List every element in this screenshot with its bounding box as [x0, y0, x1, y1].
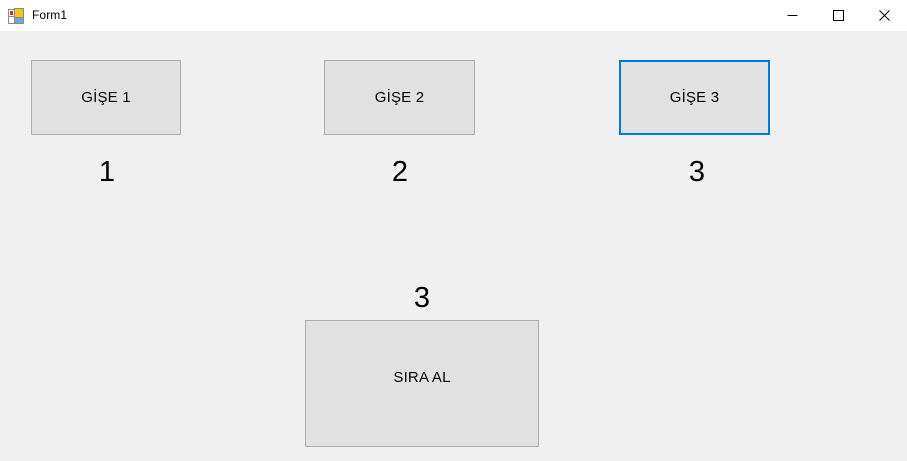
window-title: Form1 [32, 8, 68, 22]
gise-1-button[interactable]: GİŞE 1 [31, 60, 181, 135]
queue-current-number-label: 3 [413, 282, 431, 314]
sira-al-button[interactable]: SIRA AL [305, 320, 539, 447]
window-controls [769, 0, 907, 31]
gise-3-count-label: 3 [688, 156, 706, 188]
winforms-designer-icon [8, 7, 24, 24]
gise-2-count-label: 2 [391, 156, 409, 188]
gise-2-button[interactable]: GİŞE 2 [324, 60, 475, 135]
gise-3-button[interactable]: GİŞE 3 [619, 60, 770, 135]
title-bar[interactable]: Form1 [0, 0, 907, 31]
form-client-area: GİŞE 1 GİŞE 2 GİŞE 3 1 2 3 3 SIRA AL [0, 31, 907, 461]
maximize-icon[interactable] [815, 0, 861, 31]
close-icon[interactable] [861, 0, 907, 31]
minimize-icon[interactable] [769, 0, 815, 31]
gise-1-count-label: 1 [98, 156, 116, 188]
